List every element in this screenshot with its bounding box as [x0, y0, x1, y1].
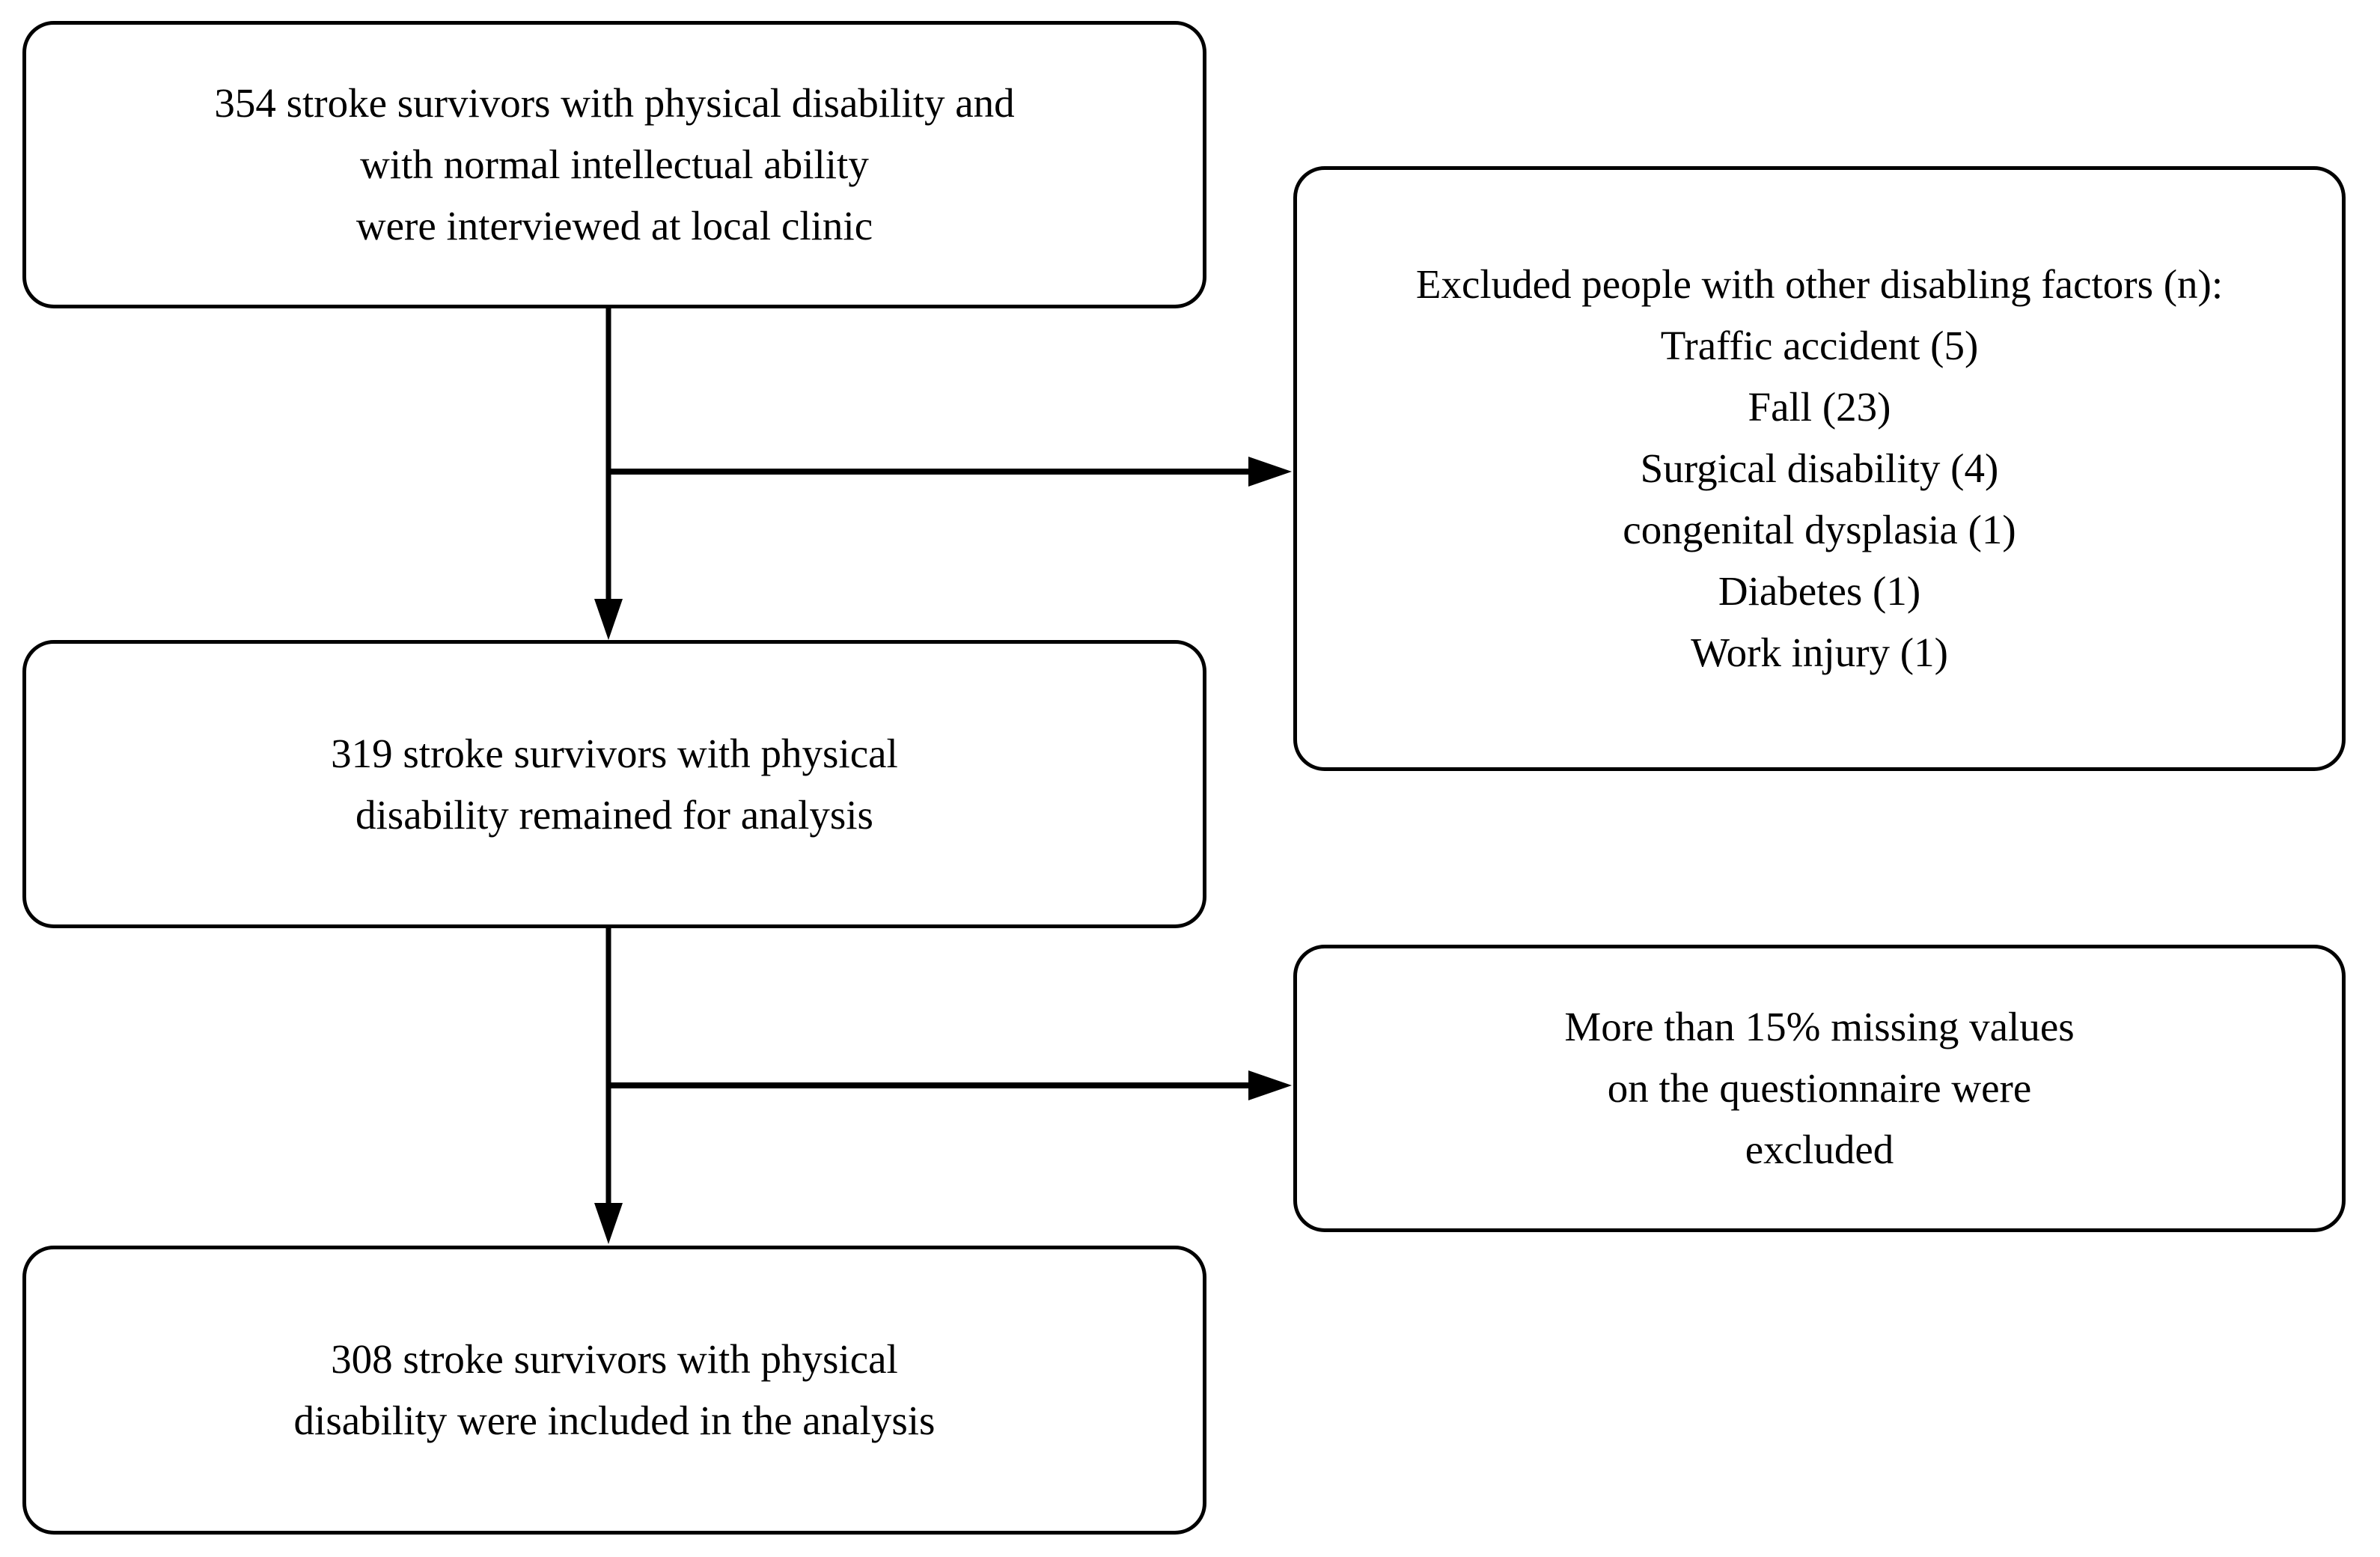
box-interviewed-text: 354 stroke survivors with physical disab…: [214, 80, 1015, 249]
box-remained-text: 319 stroke survivors with physical disab…: [331, 730, 898, 838]
box-excluded-factors: Excluded people with other disabling fac…: [1293, 166, 2346, 771]
box-excluded-factors-content: Excluded people with other disabling fac…: [1416, 254, 2223, 683]
arrowhead-down-to-remained: [594, 599, 623, 640]
box-interviewed: 354 stroke survivors with physical disab…: [22, 21, 1206, 308]
arrowhead-right-to-missing: [1248, 1070, 1292, 1100]
excluded-factor-item: congenital dysplasia (1): [1623, 507, 2016, 552]
box-remained: 319 stroke survivors with physical disab…: [22, 640, 1206, 928]
box-included: 308 stroke survivors with physical disab…: [22, 1246, 1206, 1535]
box-missing-values-text: More than 15% missing values on the ques…: [1564, 1004, 2075, 1172]
box-missing-values: More than 15% missing values on the ques…: [1293, 945, 2346, 1232]
excluded-factor-item: Surgical disability (4): [1640, 445, 1999, 491]
excluded-factors-title: Excluded people with other disabling fac…: [1415, 261, 2224, 307]
box-included-text: 308 stroke survivors with physical disab…: [293, 1336, 936, 1443]
arrowhead-down-to-included: [594, 1203, 623, 1244]
excluded-factor-item: Diabetes (1): [1718, 568, 1921, 614]
excluded-factor-item: Fall (23): [1748, 384, 1891, 430]
arrowhead-right-to-excluded: [1248, 457, 1292, 487]
excluded-factor-item: Traffic accident (5): [1660, 323, 1979, 368]
excluded-factor-item: Work injury (1): [1691, 630, 1948, 675]
